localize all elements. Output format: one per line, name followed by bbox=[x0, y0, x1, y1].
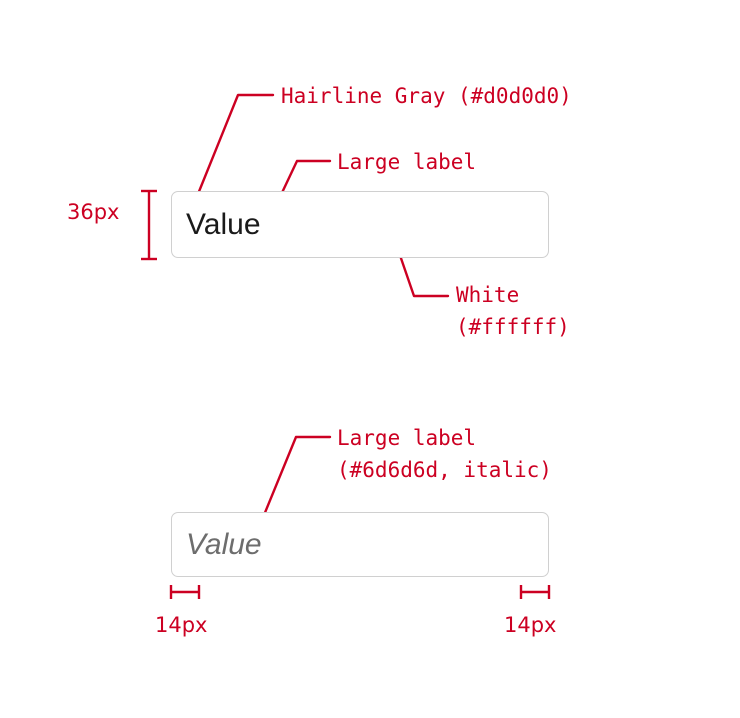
dimension-label-height: 36px bbox=[67, 200, 120, 224]
dimension-label-padding-right: 14px bbox=[504, 613, 557, 637]
input-field-placeholder-text: Value bbox=[186, 527, 262, 561]
measurement-height-36px bbox=[141, 189, 157, 261]
annotation-large-label-bottom: Large label (#6d6d6d, italic) bbox=[337, 426, 552, 482]
dimension-label-padding-left: 14px bbox=[155, 613, 208, 637]
input-field-value-text: Value bbox=[186, 207, 261, 241]
input-field-filled[interactable]: Value bbox=[171, 191, 549, 258]
leader-line-hairline-gray bbox=[196, 93, 275, 196]
annotation-hairline-gray: Hairline Gray (#d0d0d0) bbox=[281, 84, 572, 108]
input-field-placeholder[interactable]: Value bbox=[171, 512, 549, 577]
annotation-white: White (#ffffff) bbox=[456, 283, 570, 339]
measurement-padding-right-14px bbox=[519, 585, 551, 599]
annotation-large-label-top: Large label bbox=[337, 150, 477, 174]
measurement-padding-left-14px bbox=[169, 585, 201, 599]
